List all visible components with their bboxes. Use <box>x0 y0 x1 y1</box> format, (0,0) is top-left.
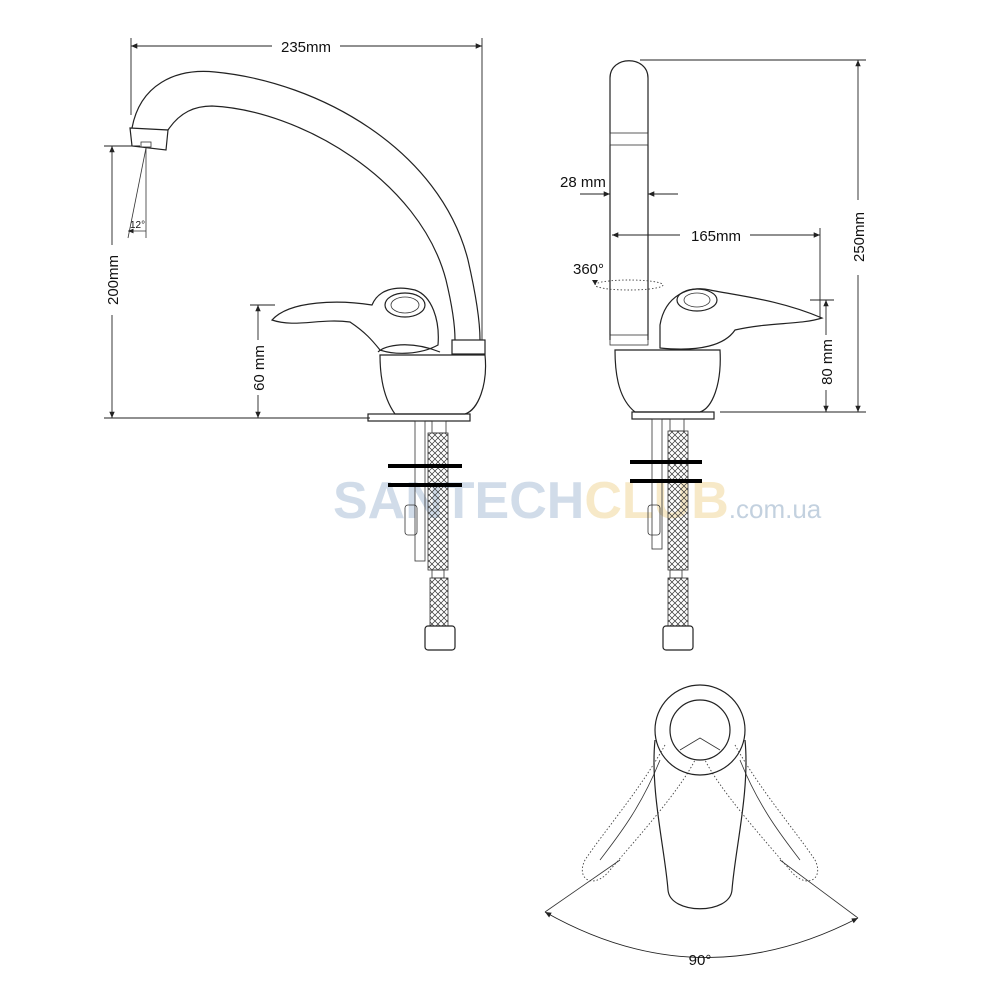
watermark-suffix: .com.ua <box>729 494 822 524</box>
dim-rotation: 360° <box>573 261 604 278</box>
dim-pipe-diameter: 28 mm <box>560 174 606 191</box>
dim-handle-height-side: 60 mm <box>251 345 268 391</box>
side-view: 235mm 12° 200mm 60 mm <box>104 38 487 651</box>
dim-total-height: 250mm <box>851 212 868 262</box>
dim-handle-swing: 90° <box>689 952 712 969</box>
dim-spray-angle: 12° <box>130 220 145 231</box>
front-view: 28 mm 165mm 360° 250mm 80 mm <box>560 59 868 651</box>
dim-spout-length: 165mm <box>691 228 741 245</box>
dim-spout-reach: 235mm <box>281 39 331 56</box>
watermark-text-1: SANTECH <box>333 472 584 530</box>
top-view: 90° <box>544 684 859 969</box>
dim-spout-height: 200mm <box>105 255 122 305</box>
watermark-text: SANTECHCLUB.com.ua <box>333 472 822 530</box>
dim-handle-height-front: 80 mm <box>819 339 836 385</box>
watermark: SANTECHCLUB.com.ua <box>333 472 822 530</box>
